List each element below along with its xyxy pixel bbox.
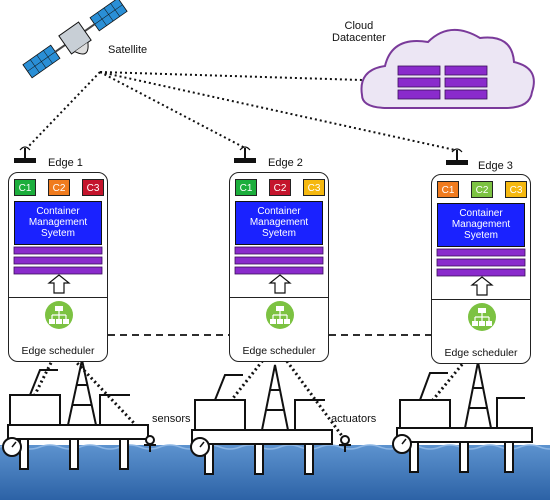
server-rack-icon [436,248,526,277]
scheduler-icon [266,301,294,329]
cms-line: Container [459,208,503,219]
edge-scheduler-section [432,299,530,363]
cms-line: Management [28,217,88,228]
container-chip: C1 [235,179,257,196]
edge-node: C1 C2 C3 Container Management Syetem Edg… [229,172,329,362]
edge-scheduler-label: Edge scheduler [21,345,95,357]
satellite-links [26,71,456,151]
container-management-system: Container Management Syetem [437,203,525,247]
server-rack-icon [13,246,103,275]
edge-scheduler-label: Edge scheduler [242,345,316,357]
container-chip: C2 [269,179,291,196]
scheduler-icon [45,301,73,329]
cloud-icon [360,29,535,109]
container-chip: C3 [505,181,527,198]
cloud-label: Cloud Datacenter [332,20,386,44]
container-management-system: Container Management Syetem [14,201,102,245]
edge-node-graphics [436,248,526,331]
up-arrow-icon [268,274,292,294]
edge-node: C1 C2 C3 Container Management Syetem Edg… [431,174,531,364]
sensors-label: sensors [152,413,191,425]
container-chip: C1 [437,181,459,198]
sea [0,445,550,500]
cms-line: Management [451,219,511,230]
cloud-label-line2: Datacenter [332,32,386,45]
edge-node-graphics [234,246,324,329]
container-chip: C2 [471,181,493,198]
cms-line: Container [36,206,80,217]
edge-node: C1 C2 C3 Container Management Syetem Edg… [8,172,108,362]
scheduler-icon [468,303,496,331]
container-chip: C1 [14,179,36,196]
cms-line: Container [257,206,301,217]
oil-rig-icon [7,340,533,475]
up-arrow-icon [47,274,71,294]
edge-scheduler-section [9,297,107,361]
cms-line: Syetem [262,228,296,239]
cloud-label-line1: Cloud [344,20,374,32]
actuators-label: actuators [331,413,377,425]
edge-title: Edge 1 [48,157,83,169]
server-rack-icon [234,246,324,275]
edge-title: Edge 2 [268,157,303,169]
edge-title: Edge 3 [478,160,513,172]
edge-node-graphics [13,246,103,329]
edge-scheduler-section [230,297,328,361]
satellite-label: Satellite [108,44,148,56]
container-management-system: Container Management Syetem [235,201,323,245]
satellite-icon [22,0,128,79]
container-chip: C3 [82,179,104,196]
cms-line: Syetem [41,228,75,239]
edge-scheduler-label: Edge scheduler [444,347,518,359]
container-chip: C2 [48,179,70,196]
router-icon [14,146,468,165]
cms-line: Syetem [464,230,498,241]
up-arrow-icon [470,276,494,296]
container-chip: C3 [303,179,325,196]
cms-line: Management [249,217,309,228]
